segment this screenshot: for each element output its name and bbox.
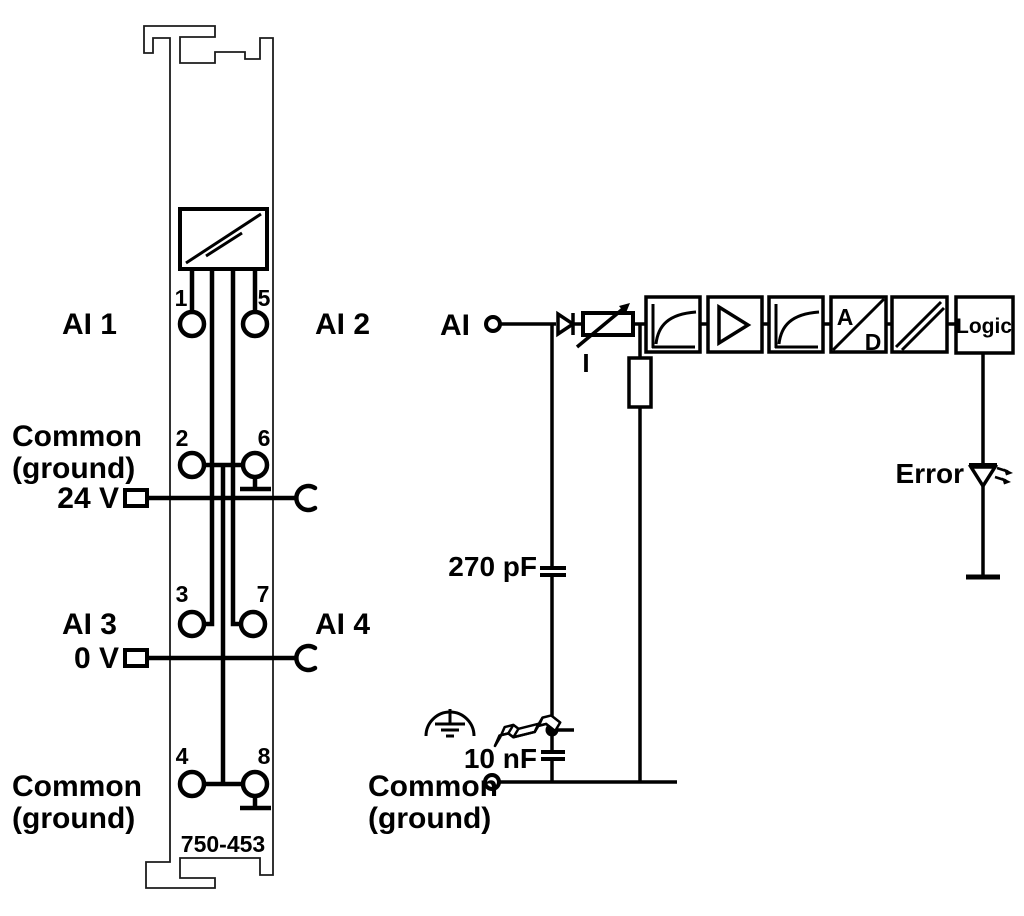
label-ai3: AI 3	[62, 608, 117, 641]
wire-to-terminal3	[204, 269, 215, 627]
terminal8-earth-icon	[240, 796, 271, 811]
logic-block: Logic	[954, 295, 1015, 355]
isolation-block	[890, 295, 949, 354]
shunt-resistor-icon	[627, 356, 653, 409]
schematic-common-label-2: (ground)	[368, 802, 491, 835]
schematic-wires	[499, 322, 985, 784]
current-source-label: I	[582, 348, 589, 378]
error-label: Error	[896, 458, 965, 489]
filter-capacitor-icon	[540, 566, 566, 577]
label-ai1: AI 1	[62, 308, 117, 341]
terminal-4	[177, 769, 207, 799]
terminal-3-number: 3	[176, 581, 189, 607]
label-common-bottom-2: (ground)	[12, 802, 135, 835]
wire-to-terminal7	[230, 269, 241, 627]
label-common-top-1: Common	[12, 420, 142, 453]
protective-earth-icon	[424, 709, 476, 738]
supply-0v-socket-icon	[294, 643, 318, 673]
module-internal-wiring	[189, 269, 258, 787]
filter-block-2	[767, 295, 825, 354]
supply-0v-rail	[123, 643, 318, 673]
logic-label: Logic	[956, 315, 1012, 338]
error-led-icon	[967, 463, 1013, 490]
rail-capacitor-value: 10 nF	[464, 743, 537, 774]
label-common-bottom-1: Common	[12, 770, 142, 803]
adc-d-label: D	[865, 329, 882, 355]
adc-a-label: A	[837, 304, 854, 330]
terminal-7-number: 7	[257, 581, 270, 607]
supply-24v-rail	[123, 483, 318, 513]
terminal-contacts	[177, 309, 270, 799]
terminal-6	[240, 450, 270, 480]
module-part-number: 750-453	[181, 831, 265, 857]
supply-24v-connector-square	[123, 488, 149, 508]
terminal-8-number: 8	[258, 743, 271, 769]
schematic-common-label-1: Common	[368, 770, 498, 803]
label-common-top-2: (ground)	[12, 452, 135, 485]
terminal-1-number: 1	[175, 285, 188, 311]
dcdc-converter-icon	[178, 207, 269, 271]
filter-capacitor-value: 270 pF	[448, 551, 537, 582]
supply-0v-connector-square	[123, 648, 149, 668]
terminal-5	[240, 309, 270, 339]
terminal-1	[177, 309, 207, 339]
rail-capacitor-icon	[541, 750, 565, 761]
terminal-2	[177, 450, 207, 480]
terminal-8	[240, 769, 270, 799]
module-labels: AI 1 AI 2 Common (ground) 24 V AI 3 AI 4…	[12, 308, 370, 857]
din-rail-icon	[493, 714, 562, 748]
adc-block: A D	[829, 295, 888, 355]
terminal-4-number: 4	[176, 743, 189, 769]
label-ai-input: AI	[440, 309, 470, 342]
terminal-6-number: 6	[258, 425, 271, 451]
label-ai4: AI 4	[315, 608, 370, 641]
ai-input-terminal	[484, 315, 502, 333]
label-24v: 24 V	[57, 482, 119, 515]
diode-icon	[556, 310, 577, 338]
terminal-7	[238, 609, 268, 639]
filter-block-1	[644, 295, 702, 354]
io-module: 1 5 2 6 3 7 4 8 AI 1 AI 2 Common (ground…	[12, 25, 370, 889]
terminal-5-number: 5	[258, 285, 271, 311]
terminal-2-number: 2	[176, 425, 189, 451]
common-terminal	[483, 773, 501, 791]
channel-schematic: AI I	[368, 295, 1015, 835]
amplifier-block	[706, 295, 764, 354]
label-0v: 0 V	[74, 642, 119, 675]
terminal6-earth-icon	[240, 477, 271, 492]
current-source-icon	[575, 303, 635, 349]
terminal-numbers: 1 5 2 6 3 7 4 8	[175, 285, 271, 769]
supply-24v-socket-icon	[294, 483, 318, 513]
label-ai2: AI 2	[315, 308, 370, 341]
terminal-3	[177, 609, 207, 639]
module-housing-outline	[143, 25, 274, 889]
